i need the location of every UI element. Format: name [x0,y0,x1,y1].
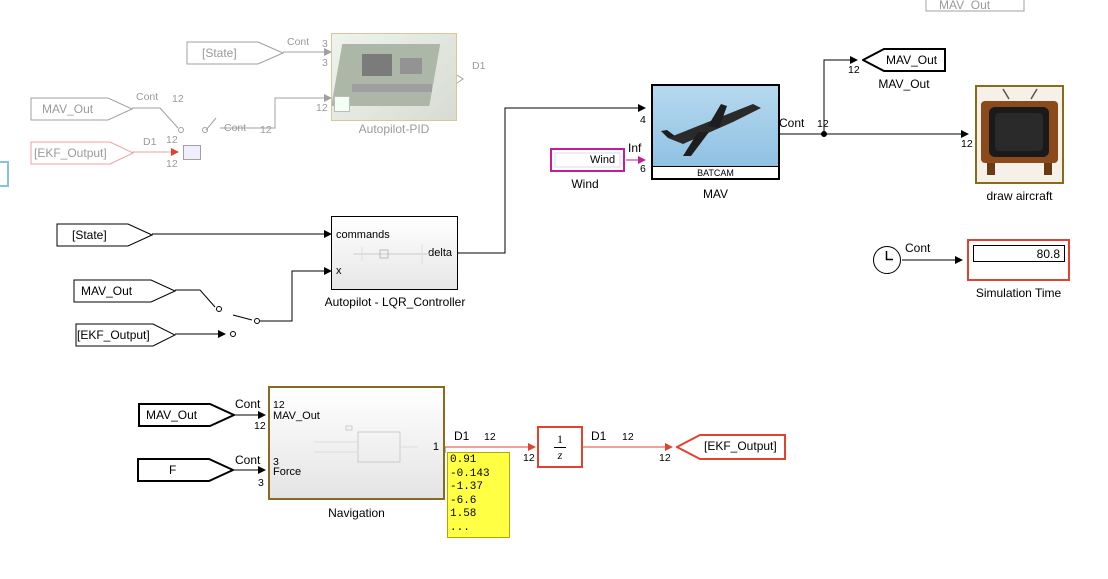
goto-tag-partial-top-right[interactable]: MAV_Out [925,0,1025,12]
mav-out-goto-caption: MAV_Out [878,77,930,91]
port-label-12-d: 12 [166,134,178,146]
batcam-label: BATCAM [653,166,778,179]
cont-label-mav-out: Cont [779,116,805,130]
autopilot-pid-caption: Autopilot-PID [358,122,430,136]
port-label-12-a: 12 [172,93,184,105]
d1-label-nav-out: D1 [454,429,470,443]
unit-delay-denominator: z [557,448,563,462]
tunable-icon [334,96,350,112]
display-value: ... [450,521,470,534]
port-label-3-nav: 3 [258,477,264,489]
aircraft-image [653,86,778,166]
nav-port-mav-out: MAV_Out [273,410,320,422]
cont-label-clock: Cont [905,241,931,255]
goto-tag-state-top[interactable]: [State] [186,41,284,65]
unit-delay-block[interactable]: 1 z [537,426,583,468]
navigation-caption: Navigation [328,506,385,520]
port-label-12-delay-out: 12 [622,431,634,443]
nav-port-out: 1 [432,441,439,453]
clock-icon [885,251,893,261]
from-tag-wind[interactable]: Wind [550,148,625,172]
mav-block[interactable]: BATCAM [651,84,780,180]
goto-tag-mav-out-top[interactable]: MAV_Out [30,97,133,121]
fraction-bar [554,447,566,448]
display-value: -1.37 [450,481,484,493]
nav-port-3: 3 [273,456,279,468]
display-values: 0.91 -0.143 -1.37 -6.6 1.58 ... [450,454,490,535]
port-label-12-c: 12 [316,102,328,114]
unit-delay-numerator: 1 [557,432,563,446]
autopilot-pid-block[interactable] [331,33,457,121]
port-label-3a: 3 [322,38,328,50]
d1-label-delay-out: D1 [591,429,607,443]
mav-caption: MAV [702,187,729,201]
inf-label: Inf [628,141,642,155]
from-tag-state[interactable]: [State] [56,223,153,247]
d1-label-ekf-top: D1 [143,136,157,148]
port-label-12-draw: 12 [961,138,973,150]
port-label-12-goto-ekf: 12 [659,452,671,464]
circuit-board-image [331,44,441,106]
nav-port-force: Force [273,466,302,478]
cont-label-switch: Cont [224,122,247,134]
draw-aircraft-block[interactable] [975,85,1064,184]
cont-label-mavout-top: Cont [136,91,159,103]
port-label-4: 4 [640,114,646,126]
port-label-12-mav: 12 [817,118,829,130]
lqr-controller-block[interactable]: commands x delta [331,216,458,290]
display-value: 1.58 [450,508,477,520]
port-delta-label: delta [428,247,452,259]
port-label-12-nav-out: 12 [484,431,496,443]
cont-label-nav-force: Cont [235,453,261,467]
from-tag-mav-out-nav[interactable]: MAV_Out [138,403,235,427]
clock-block[interactable] [873,246,901,274]
port-commands-label: commands [336,229,390,241]
navigation-block[interactable]: 12 MAV_Out 3 Force 1 [268,386,445,500]
port-x-label: x [336,265,342,277]
port-label-12-b: 12 [260,124,272,136]
display-value: 0.91 [450,454,477,466]
from-tag-ekf-output[interactable]: [EKF_Output] [75,323,176,347]
tv-icon [981,88,1058,175]
simulation-time-display[interactable]: 80.8 [967,239,1070,281]
subsystem-preview-icon-nav [314,425,418,463]
port-label-12-nav-in: 12 [254,420,266,432]
port-label-12-delay-in: 12 [523,452,535,464]
port-label-12-goto: 12 [848,64,860,76]
draw-aircraft-caption: draw aircraft [986,189,1053,203]
from-tag-f[interactable]: F [137,458,234,482]
nav-port-12: 12 [273,399,285,411]
wind-caption: Wind [571,177,599,191]
d1-label-pid-out: D1 [472,60,486,72]
cont-label-nav-mav: Cont [235,397,261,411]
display-value: -0.143 [450,467,490,480]
simulation-time-value: 80.8 [973,245,1065,262]
port-label-3b: 3 [322,57,328,69]
dim-wires [132,48,464,133]
subsystem-preview-icon [354,244,430,264]
display-value: -6.6 [450,494,477,507]
goto-tag-ekf-output[interactable]: [EKF_Output] [676,434,786,460]
simulation-time-caption: Simulation Time [975,286,1062,300]
goto-tag-ekf-output-top[interactable]: [EKF_Output] [30,141,134,165]
rate-transition-block[interactable] [183,145,201,160]
port-label-6: 6 [640,163,646,175]
goto-tag-mav-out-right[interactable]: MAV_Out [862,48,946,72]
display-block: 0.91 -0.143 -1.37 -6.6 1.58 ... [447,452,510,538]
cont-label-state: Cont [287,36,310,48]
port-label-12-e: 12 [166,158,178,170]
from-tag-mav-out[interactable]: MAV_Out [73,279,176,303]
lqr-controller-caption: Autopilot - LQR_Controller [324,295,466,309]
